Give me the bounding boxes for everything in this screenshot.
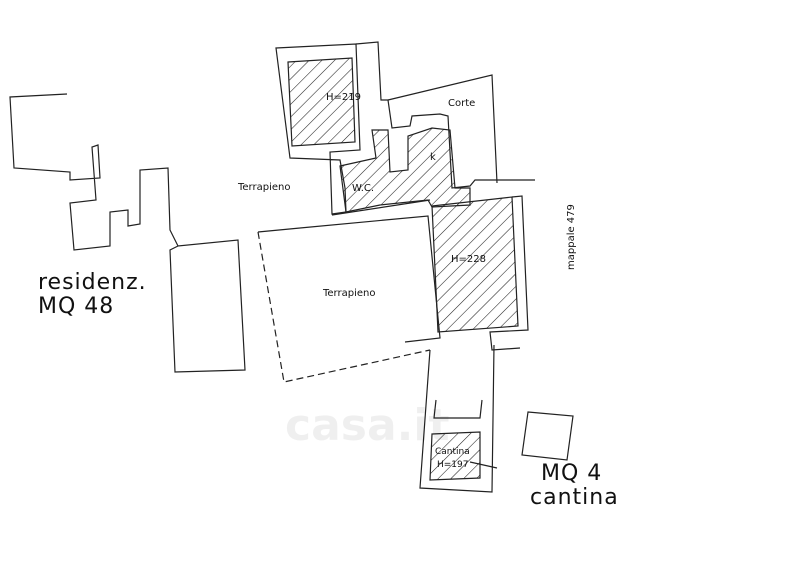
- cantina-name-label: Cantina: [435, 447, 470, 457]
- cantina-hatched: [429, 431, 481, 481]
- right-room-hatched: [431, 196, 519, 333]
- room-label-wc: W.C.: [352, 183, 375, 194]
- mappale-label: mappale 479: [566, 204, 577, 270]
- watermark: casa.it: [285, 400, 450, 451]
- cantina-area-label-line2: cantina: [530, 485, 619, 510]
- corte-outline: [387, 74, 498, 184]
- core-hatched: [339, 127, 471, 213]
- top-room-wall: [275, 43, 361, 215]
- cantina-area-label-line1: MQ 4: [541, 461, 603, 486]
- room-label-corte: Corte: [448, 98, 476, 109]
- terrapieno-top-label: Terrapieno: [238, 182, 291, 193]
- room-label-right: H=228: [451, 254, 486, 265]
- residence-label-line2: MQ 48: [38, 294, 115, 319]
- cantina-square: [521, 411, 574, 461]
- cantina-height-label: H=197: [437, 460, 469, 470]
- residence-outline: [9, 93, 246, 373]
- room-label-kitchen: k: [430, 152, 436, 163]
- terrapieno-main-label: Terrapieno: [323, 288, 376, 299]
- residence-label-line1: residenz.: [38, 270, 147, 295]
- room-label-top: H=219: [326, 92, 361, 103]
- top-room-hatched: [287, 57, 356, 147]
- terrapieno-dashed: [257, 231, 431, 383]
